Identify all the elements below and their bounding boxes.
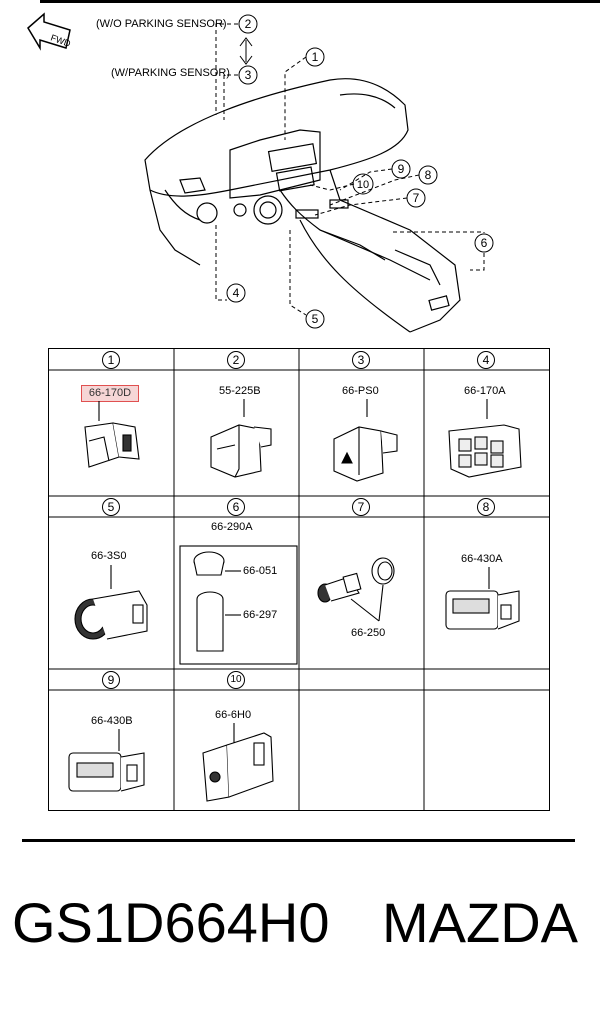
switch-66-430b-icon (68, 729, 145, 792)
part-3-code: 66-PS0 (342, 385, 379, 397)
callout-10: 10 (357, 179, 369, 191)
switch-66-ps0-icon (333, 399, 398, 482)
callout-7: 7 (413, 191, 420, 205)
part-6-number: 6 (227, 498, 245, 516)
parts-grid: 1 2 3 4 66-170D 55-225B 66-PS0 66-170A 5… (48, 348, 550, 811)
switch-66-6h0-icon (202, 723, 274, 802)
part-3-number: 3 (352, 351, 370, 369)
part-1-code-highlighted[interactable]: 66-170D (81, 385, 139, 402)
part-9-code: 66-430B (91, 715, 133, 727)
part-6-sub-code-2: 66-297 (243, 609, 278, 621)
switch-55-225b-icon (210, 399, 272, 478)
part-6-code: 66-290A (211, 521, 253, 533)
part-6-sub-code-1: 66-051 (243, 565, 278, 577)
callout-6: 6 (481, 236, 488, 250)
dashboard-diagram: FWD (W/O PARKING SENSOR) (W/PARKING SENS… (27, 12, 494, 333)
part-10-number: 10 (227, 671, 245, 689)
callout-1: 1 (312, 50, 319, 64)
grid-lines (49, 349, 549, 810)
part-number-text: GS1D664H0 (12, 891, 330, 954)
part-5-number: 5 (102, 498, 120, 516)
callout-5: 5 (312, 312, 319, 326)
footer: GS1D664H0 MAZDA (0, 890, 600, 970)
fwd-arrow-icon: FWD (27, 12, 72, 51)
switch-66-430a-icon (445, 567, 520, 630)
part-8-code: 66-430A (461, 553, 503, 565)
part-9-number: 9 (102, 671, 120, 689)
part-7-number: 7 (352, 498, 370, 516)
part-10-code: 66-6H0 (215, 709, 252, 721)
callout-4: 4 (233, 286, 240, 300)
switch-66-170d-icon (84, 401, 140, 468)
callout-2: 2 (245, 17, 252, 31)
w-parking-sensor-label: (W/PARKING SENSOR) (111, 67, 230, 79)
part-7-code: 66-250 (351, 627, 386, 639)
callout-8: 8 (425, 168, 432, 182)
callouts: 2 3 1 9 8 10 7 6 4 5 (226, 14, 494, 329)
socket-66-290a-icon (179, 545, 298, 665)
callout-3: 3 (245, 68, 252, 82)
brand-text: MAZDA (382, 891, 578, 954)
leader-lines (215, 23, 485, 316)
lighter-66-250-icon (317, 557, 395, 622)
part-4-number: 4 (477, 351, 495, 369)
dashboard-outline (144, 78, 461, 333)
footer-rule (22, 839, 575, 842)
part-4-code: 66-170A (464, 385, 506, 397)
wo-parking-sensor-label: (W/O PARKING SENSOR) (96, 18, 227, 30)
part-2-number: 2 (227, 351, 245, 369)
top-rule (40, 0, 600, 3)
part-2-code: 55-225B (219, 385, 261, 397)
switch-66-3s0-icon (74, 565, 148, 640)
part-8-number: 8 (477, 498, 495, 516)
double-arrow-icon (239, 37, 253, 65)
callout-9: 9 (398, 162, 405, 176)
switch-66-170a-icon (448, 399, 522, 478)
part-1-number: 1 (102, 351, 120, 369)
part-drawings (68, 399, 522, 802)
part-5-code: 66-3S0 (91, 550, 127, 562)
